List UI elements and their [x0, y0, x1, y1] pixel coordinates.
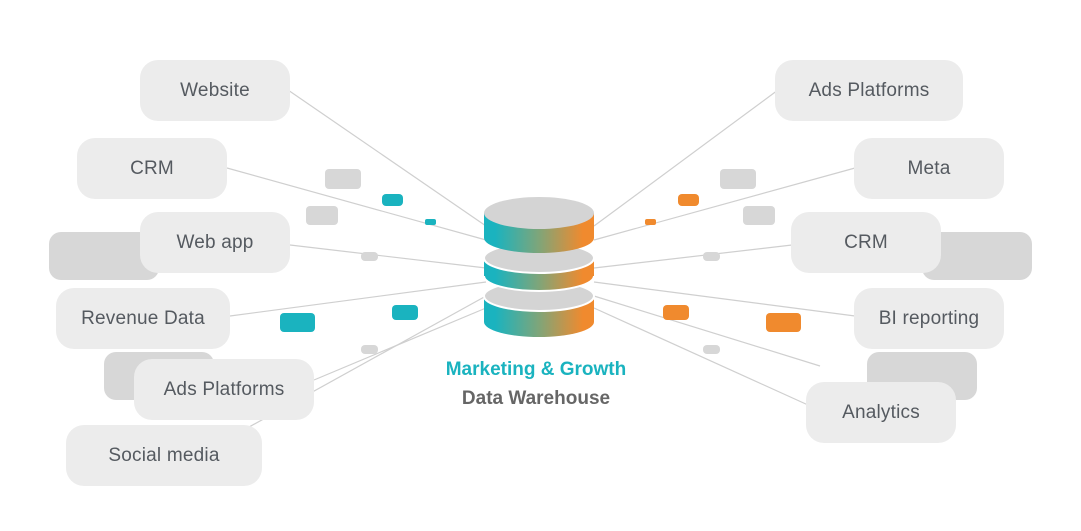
- dest-crm: CRM: [791, 212, 941, 273]
- dest-bi-reporting: BI reporting: [854, 288, 1004, 349]
- warehouse-title-secondary: Data Warehouse: [461, 388, 611, 409]
- packet-orange: [678, 194, 699, 206]
- connector-line: [593, 244, 793, 269]
- warehouse-title-primary: Marketing & Growth: [445, 359, 627, 380]
- source-revenue-data: Revenue Data: [56, 288, 230, 349]
- packet-gray: [361, 345, 378, 354]
- database-tier-top: [484, 197, 594, 253]
- packet-gray: [306, 206, 338, 225]
- connector-line: [593, 89, 779, 227]
- packet-orange: [766, 313, 801, 332]
- packet-gray: [325, 169, 361, 189]
- packet-gray: [361, 252, 378, 261]
- packet-gray: [703, 252, 720, 261]
- source-social-media: Social media: [66, 425, 262, 486]
- packet-orange: [663, 305, 689, 320]
- packet-gray: [720, 169, 756, 189]
- source-web-app: Web app: [140, 212, 290, 273]
- connector-line: [593, 295, 821, 367]
- packet-teal: [392, 305, 418, 320]
- connector-line: [289, 244, 487, 269]
- connector-line: [287, 89, 487, 227]
- dest-ads-platforms: Ads Platforms: [775, 60, 963, 121]
- connector-line: [229, 281, 487, 317]
- dest-meta: Meta: [854, 138, 1004, 199]
- packet-orange: [645, 219, 656, 225]
- source-ads-platforms: Ads Platforms: [134, 359, 314, 420]
- packet-teal: [425, 219, 436, 225]
- connector-line: [593, 281, 856, 317]
- connector-line: [226, 167, 487, 241]
- packet-teal: [280, 313, 315, 332]
- packet-gray: [743, 206, 775, 225]
- source-website: Website: [140, 60, 290, 121]
- dest-analytics: Analytics: [806, 382, 956, 443]
- connector-line: [593, 167, 856, 241]
- packet-teal: [382, 194, 403, 206]
- source-crm: CRM: [77, 138, 227, 199]
- connector-line: [593, 307, 809, 406]
- packet-gray: [703, 345, 720, 354]
